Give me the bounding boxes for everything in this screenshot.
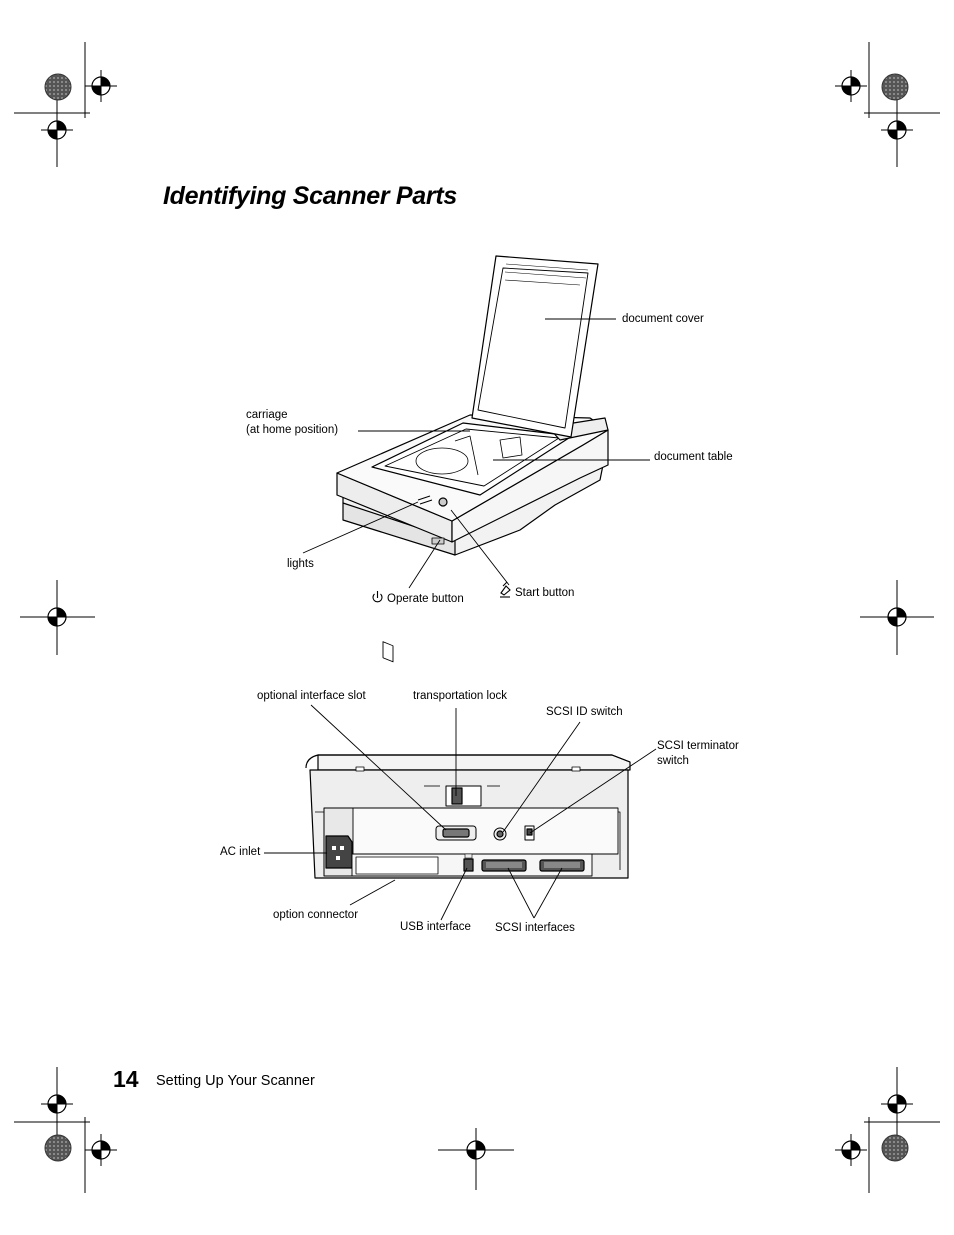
scanner-front-illustration	[336, 255, 609, 663]
label-scsi-terminator: SCSI terminator	[657, 740, 739, 752]
star-targets	[44, 73, 909, 1162]
label-carriage-home: (at home position)	[246, 424, 339, 436]
label-scsi-terminator-switch: switch	[657, 755, 689, 767]
footer-section-title: Setting Up Your Scanner	[156, 1073, 315, 1089]
label-ac-inlet: AC inlet	[220, 846, 261, 858]
back-leader-lines	[264, 704, 657, 921]
label-optional-interface-slot: optional interface slot	[257, 690, 366, 702]
scanner-back-illustration	[305, 754, 631, 879]
label-scsi-interfaces: SCSI interfaces	[495, 922, 575, 934]
label-option-connector: option connector	[273, 909, 359, 921]
power-icon	[372, 591, 383, 603]
label-transportation-lock: transportation lock	[413, 690, 507, 702]
label-carriage: carriage	[246, 409, 288, 421]
label-document-cover: document cover	[622, 313, 704, 325]
start-icon	[500, 581, 511, 598]
crop-marks	[14, 42, 940, 1193]
front-leader-lines	[302, 318, 650, 589]
label-operate-button: Operate button	[387, 593, 464, 605]
label-document-table: document table	[654, 451, 733, 463]
label-lights: lights	[287, 558, 314, 570]
page-title: Identifying Scanner Parts	[163, 182, 457, 210]
registration-marks	[20, 69, 934, 1190]
label-start-button: Start button	[515, 587, 575, 599]
label-scsi-id-switch: SCSI ID switch	[546, 706, 623, 718]
label-usb-interface: USB interface	[400, 921, 471, 933]
page-number: 14	[113, 1066, 139, 1092]
